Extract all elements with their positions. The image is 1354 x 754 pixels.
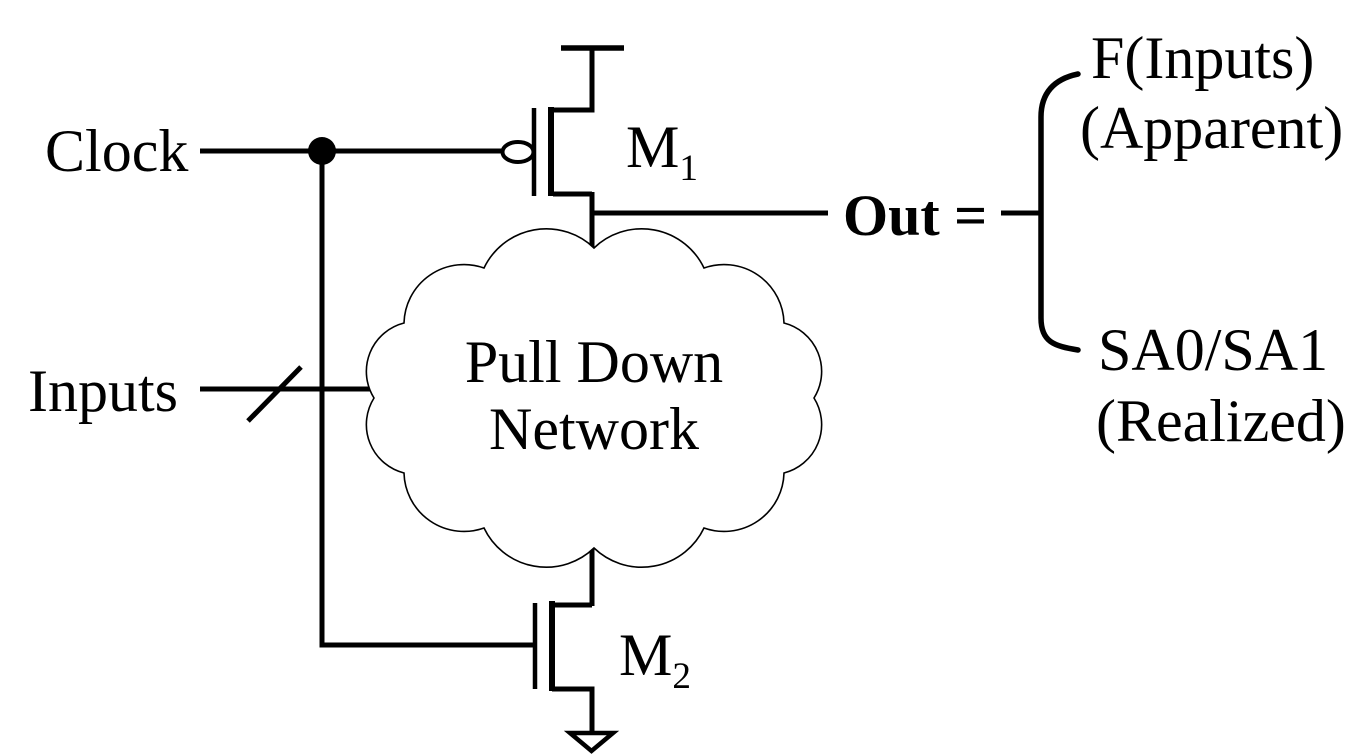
- realized-note-label: (Realized): [1096, 388, 1346, 454]
- m1-label-sub: 1: [679, 148, 698, 189]
- pull-down-network-cloud: [365, 228, 823, 568]
- m2-source-terminal: [552, 686, 595, 733]
- realized-value-label: SA0/SA1: [1098, 317, 1329, 383]
- out-label: Out =: [843, 183, 988, 248]
- pmos-bubble-icon: [500, 140, 536, 164]
- apparent-note-label: (Apparent): [1080, 95, 1344, 161]
- inputs-label: Inputs: [28, 358, 178, 424]
- pmos-m1-symbol: [500, 45, 624, 197]
- clock-label: Clock: [45, 118, 189, 184]
- ground-icon: [563, 730, 620, 754]
- wires: [200, 148, 828, 648]
- pdn-label: Pull Down Network: [394, 329, 794, 463]
- pdn-label-line1: Pull Down: [464, 329, 724, 395]
- pdn-label-line2: Network: [489, 396, 699, 462]
- m1-label: M1: [626, 114, 698, 187]
- m2-label-base: M: [619, 622, 673, 688]
- clock-rail-to-m2-gate-wire: [319, 151, 534, 648]
- m1-label-base: M: [626, 114, 680, 180]
- brace-icon: [1038, 71, 1081, 353]
- apparent-value-label: F(Inputs): [1091, 25, 1315, 91]
- m2-label-sub: 2: [672, 656, 691, 697]
- junction-dot-icon: [308, 137, 336, 165]
- m2-label: M2: [619, 622, 691, 695]
- m1-source-terminal: [553, 48, 595, 113]
- nmos-m2-symbol: [532, 601, 620, 754]
- bus-slash-icon: [246, 365, 303, 423]
